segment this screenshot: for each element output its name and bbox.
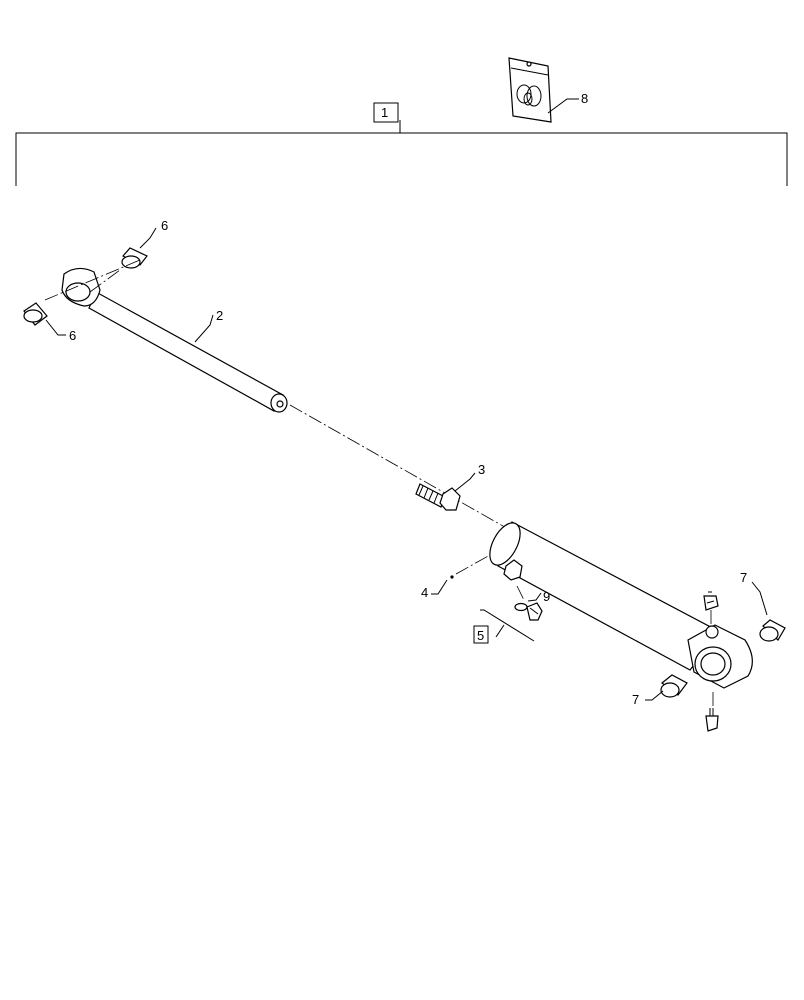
oring-and-fitting: 9 [514, 585, 550, 621]
kit-bracket: 5 [473, 609, 535, 644]
grease-fitting-bottom [705, 708, 719, 732]
bushing-7-right: 7 [740, 570, 786, 642]
bushing-7-left: 7 [632, 674, 688, 707]
assembly-bracket: 1 [15, 102, 788, 186]
bushing-6-top: 6 [121, 218, 168, 269]
callout-3: 3 [478, 462, 485, 477]
bushing-6-bottom: 6 [23, 302, 76, 343]
callout-7-left: 7 [632, 692, 639, 707]
callout-8: 8 [581, 91, 588, 106]
bolt: 3 [415, 462, 485, 511]
grease-point: 4 [421, 554, 491, 600]
callout-6-bottom: 6 [69, 328, 76, 343]
callout-9: 9 [543, 589, 550, 604]
callout-4: 4 [421, 585, 428, 600]
callout-1: 1 [381, 105, 388, 120]
piston-rod: 2 [61, 267, 288, 413]
callout-5: 5 [477, 628, 484, 643]
callout-7-right: 7 [740, 570, 747, 585]
callout-2: 2 [216, 308, 223, 323]
callout-6-top: 6 [161, 218, 168, 233]
cylinder-barrel [489, 521, 753, 689]
center-line [44, 259, 511, 531]
grease-fitting-top [703, 591, 719, 611]
seal-kit-bag: 8 [508, 57, 588, 123]
